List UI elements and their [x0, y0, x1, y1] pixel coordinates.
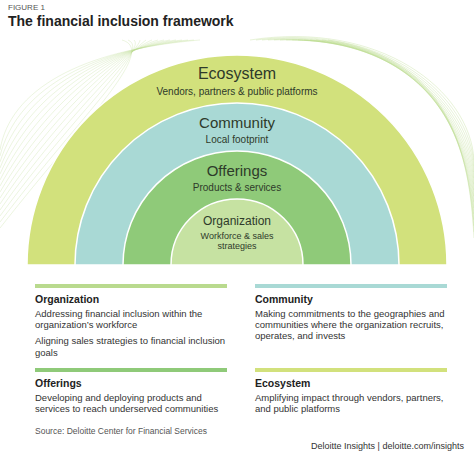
- color-bar: [35, 284, 227, 288]
- color-bar: [35, 368, 227, 372]
- description-block: CommunityMaking commitments to the geogr…: [255, 284, 447, 342]
- ring-subtitle: Products & services: [123, 182, 351, 194]
- color-bar: [255, 368, 447, 372]
- ring-title: Organization: [171, 215, 303, 229]
- description-block: OrganizationAddressing financial inclusi…: [35, 284, 227, 358]
- arch-band: [123, 151, 351, 265]
- block-heading: Offerings: [35, 377, 227, 390]
- block-body: Amplifying impact through vendors, partn…: [255, 392, 447, 415]
- block-heading: Ecosystem: [255, 377, 447, 390]
- arch-band: [27, 55, 447, 265]
- block-heading: Organization: [35, 293, 227, 306]
- ring-subtitle: Local footprint: [75, 134, 399, 146]
- publisher-credit: Deloitte Insights | deloitte.com/insight…: [311, 441, 464, 451]
- block-body: Aligning sales strategies to financial i…: [35, 335, 227, 358]
- framework-arch: EcosystemVendors, partners & public plat…: [27, 55, 447, 265]
- ring-title: Community: [75, 114, 399, 131]
- framework-arch: OfferingsProducts & servicesOrganization…: [123, 151, 351, 265]
- framework-arch: OrganizationWorkforce & sales strategies: [171, 199, 303, 265]
- ring-title: Ecosystem: [27, 65, 447, 83]
- title: The financial inclusion framework: [8, 13, 234, 29]
- block-body: Developing and deploying products and se…: [35, 392, 227, 415]
- ring-subtitle: Workforce & sales strategies: [195, 231, 279, 252]
- source-note: Source: Deloitte Center for Financial Se…: [35, 426, 207, 436]
- ring-subtitle: Vendors, partners & public platforms: [27, 86, 447, 98]
- color-bar: [255, 284, 447, 288]
- arch-band: [75, 103, 399, 265]
- block-body: Addressing financial inclusion within th…: [35, 308, 227, 331]
- ring-title: Offerings: [123, 162, 351, 179]
- block-heading: Community: [255, 293, 447, 306]
- description-block: OfferingsDeveloping and deploying produc…: [35, 368, 227, 414]
- arch-band: [171, 199, 303, 265]
- figure-number: FIGURE 1: [8, 3, 45, 12]
- framework-arch: CommunityLocal footprintOfferingsProduct…: [75, 103, 399, 265]
- block-body: Making commitments to the geographies an…: [255, 308, 447, 342]
- description-block: EcosystemAmplifying impact through vendo…: [255, 368, 447, 414]
